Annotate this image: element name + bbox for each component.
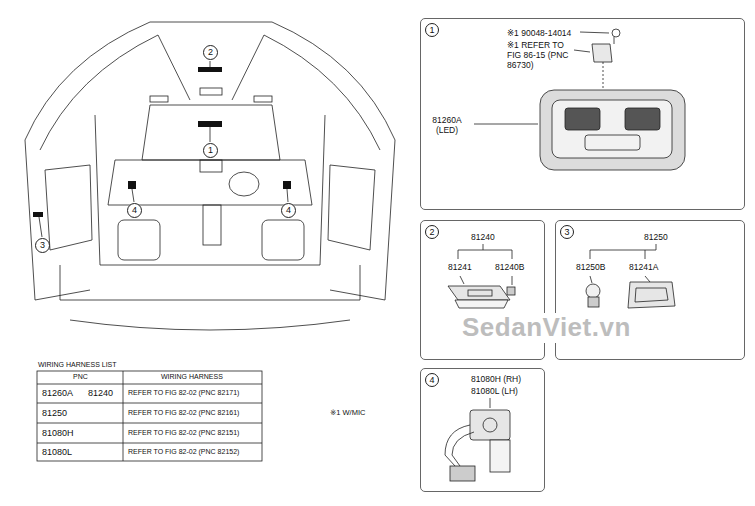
callout-text: 1 (429, 26, 434, 35)
part-number: 81250 (42, 408, 67, 418)
panel-number: 3 (560, 225, 574, 239)
part-label: 81250 (644, 233, 668, 243)
part-label: 81080H (RH) (471, 375, 521, 385)
callout-text: 2 (208, 48, 213, 57)
note: ※1 W/MIC (330, 409, 365, 418)
part-label: 81250B (576, 263, 605, 273)
table-header: PNC (73, 373, 88, 381)
panel-number: 4 (425, 373, 439, 387)
table-cell: REFER TO FIG 82-02 (PNC 82152) (128, 448, 239, 456)
part-number: 81260A (42, 388, 73, 398)
part-label: ※1 90048-14014 (507, 29, 571, 39)
callout-text: 1 (208, 146, 213, 155)
callout-number: 4 (127, 203, 142, 218)
callout-number: 3 (35, 238, 50, 253)
table-cell: REFER TO FIG 82-02 (PNC 82171) (128, 389, 239, 397)
callout-text: 2 (429, 228, 434, 237)
table-title: WIRING HARNESS LIST (38, 361, 117, 369)
table-cell: REFER TO FIG 82-02 (PNC 82151) (128, 429, 239, 437)
part-number: 81080H (42, 428, 74, 438)
part-label: 81260A (LED) (423, 116, 471, 136)
part-label: 81240B (495, 263, 524, 273)
panel-number: 2 (425, 225, 439, 239)
callout-text: 4 (132, 206, 137, 215)
callout-number: 4 (281, 203, 296, 218)
table-header: WIRING HARNESS (161, 373, 223, 381)
part-label: 81240 (471, 233, 495, 243)
panel-number: 1 (425, 23, 439, 37)
part-label: 81241A (629, 263, 658, 273)
part-number: 81080L (42, 447, 72, 457)
callout-number: 2 (203, 45, 218, 60)
callout-number: 1 (203, 143, 218, 158)
part-number: 81240 (88, 388, 113, 398)
part-label: ※1 REFER TO FIG 86-15 (PNC 86730) (507, 41, 571, 70)
callout-text: 3 (40, 241, 45, 250)
part-label: 81241 (448, 263, 472, 273)
table-cell: REFER TO FIG 82-02 (PNC 82161) (128, 409, 239, 417)
watermark: SedanViet.vn (462, 313, 631, 343)
callout-text: 4 (286, 206, 291, 215)
detail-panel: ※1 90048-14014 ※1 REFER TO FIG 86-15 (PNC… (420, 18, 745, 210)
callout-text: 4 (429, 376, 434, 385)
callout-text: 3 (564, 228, 569, 237)
detail-panel: 81080H (RH) 81080L (LH) 4 (420, 368, 545, 492)
part-label: 81080L (LH) (471, 387, 518, 397)
